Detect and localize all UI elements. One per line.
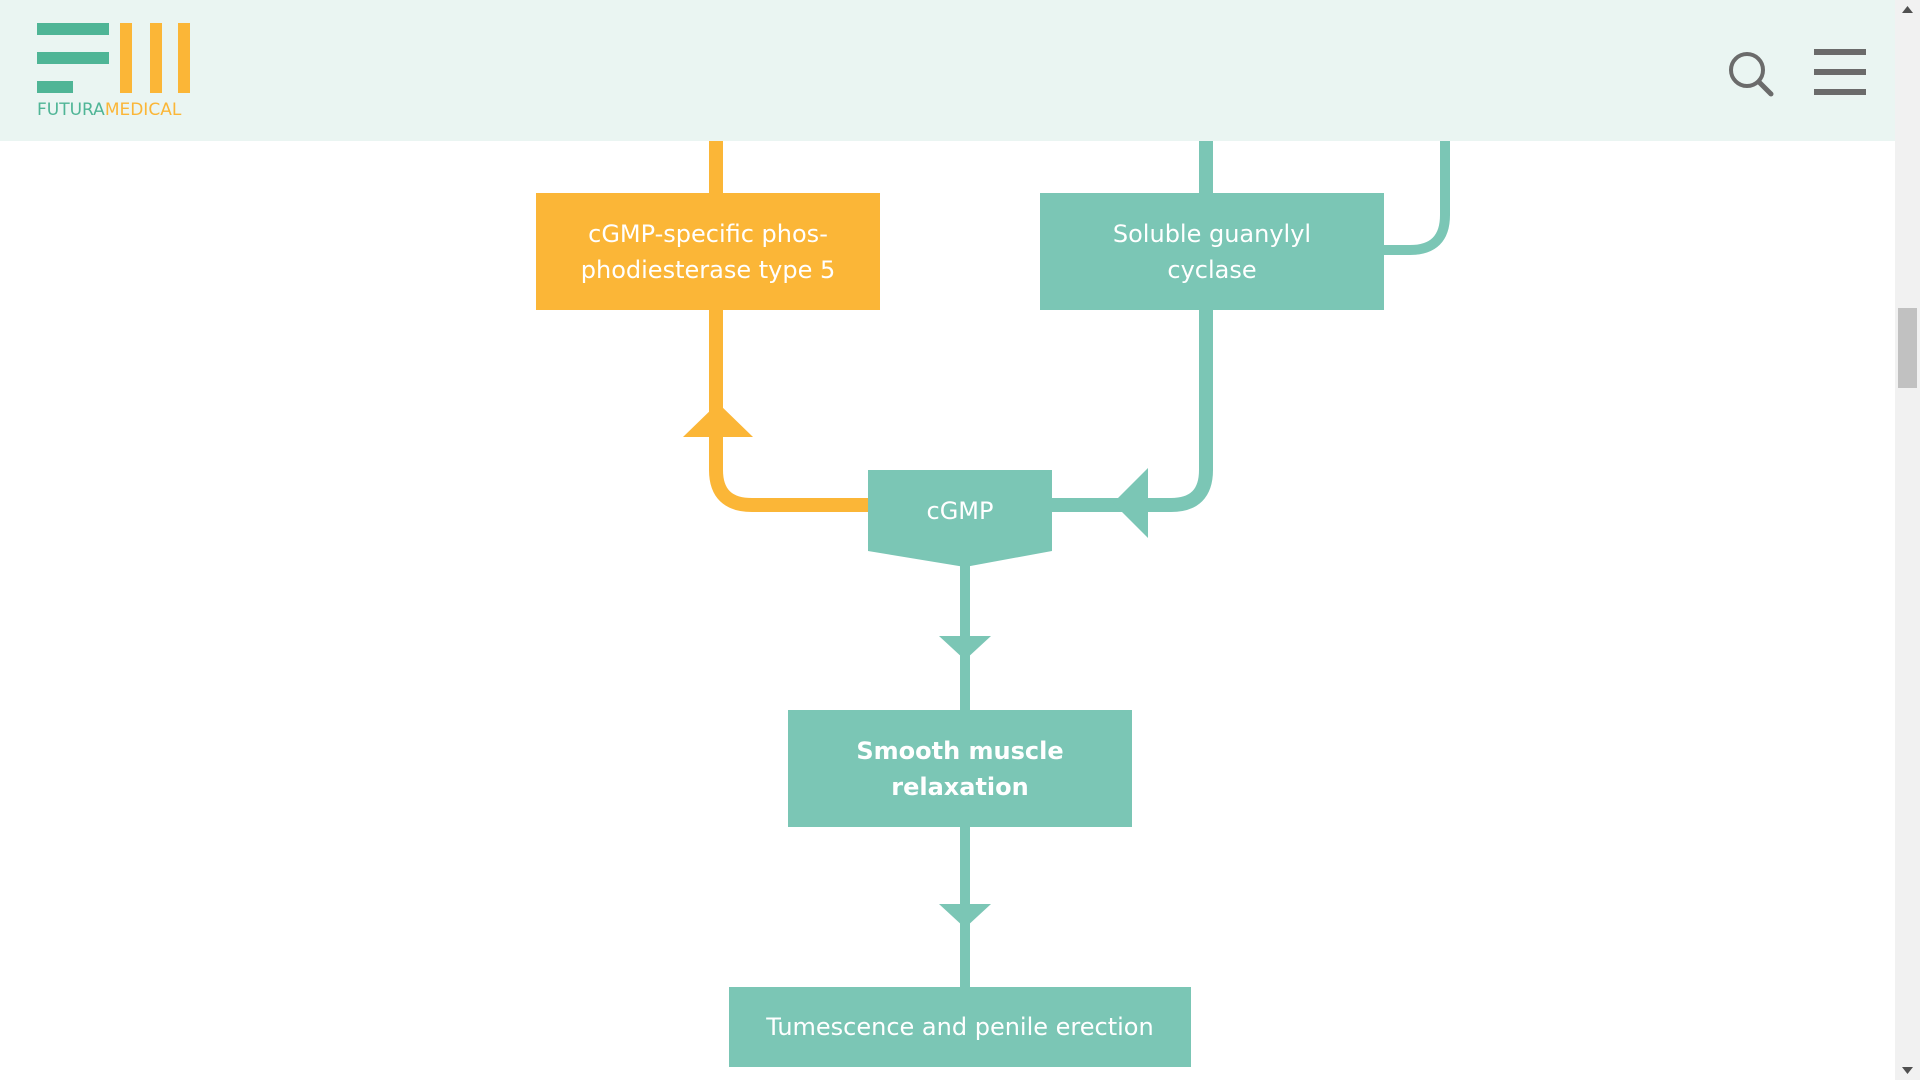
logo-mark-icon [37, 23, 190, 93]
sgc-box: Soluble guanylyl cyclase [1040, 193, 1384, 310]
cgmp-arrowhead [1113, 468, 1148, 538]
tumescence-label: Tumescence and penile erection [766, 1013, 1154, 1041]
pde5-label: cGMP-specific phos- phodiesterase type 5 [580, 219, 836, 284]
scroll-down-arrow-icon [1902, 1067, 1913, 1074]
futura-medical-logo[interactable]: FUTURAMEDICAL [37, 22, 197, 122]
hamburger-menu-icon [1814, 49, 1866, 95]
cgmp-to-pde5-line [709, 310, 872, 512]
logo-text-futura: FUTURA [37, 100, 105, 120]
tumescence-arrowhead [939, 904, 991, 928]
site-header: FUTURAMEDICAL [0, 0, 1895, 141]
logo-text-medical: MEDICAL [104, 100, 182, 120]
scroll-up-button[interactable] [1895, 0, 1920, 20]
tumescence-box: Tumescence and penile erection [729, 987, 1191, 1067]
pde5-arrowhead [683, 403, 753, 437]
smooth-muscle-label: Smooth muscle relaxation [856, 736, 1064, 801]
cgmp-funnel [868, 551, 1052, 567]
sgc-label: Soluble guanylyl cyclase [1112, 219, 1312, 284]
scroll-down-button[interactable] [1895, 1060, 1920, 1080]
menu-button[interactable] [1810, 49, 1866, 95]
cgmp-box: cGMP [868, 470, 1052, 551]
search-icon [1729, 52, 1774, 97]
sgc-to-cgmp-line [1050, 310, 1213, 512]
sgc-side-input-line [1384, 141, 1450, 255]
scrollbar-thumb[interactable] [1898, 308, 1917, 388]
logo-text: FUTURAMEDICAL [37, 100, 181, 120]
scroll-up-arrow-icon [1902, 6, 1913, 13]
cgmp-label: cGMP [926, 496, 994, 525]
smooth-muscle-arrowhead [939, 636, 991, 660]
pde5-box: cGMP-specific phos- phodiesterase type 5 [536, 193, 880, 310]
page-scrollbar[interactable] [1895, 0, 1920, 1080]
search-button[interactable] [1726, 49, 1776, 99]
smooth-muscle-box: Smooth muscle relaxation [788, 710, 1132, 827]
